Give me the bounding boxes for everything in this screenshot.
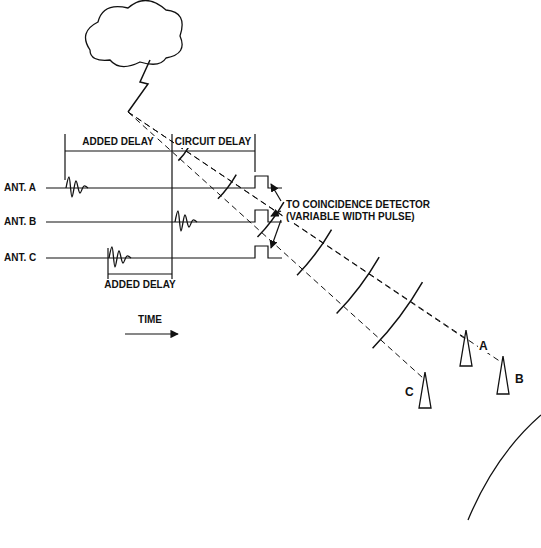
wavefront-arc [373,282,423,348]
propagation-paths [128,112,501,378]
antenna-label: A [478,339,489,353]
leader-arrow [271,184,281,201]
trace-b [46,210,282,222]
trace-a [46,176,282,188]
antenna-symbol [497,356,509,394]
dimension-tick [64,134,65,180]
time-arrow [125,333,178,334]
antenna-label: B [514,372,525,386]
waveform [66,177,88,197]
dimension-tick [171,134,172,290]
wavefront-arc [257,202,283,237]
annotation-label: ANT. B [3,216,37,228]
antenna-symbol [460,330,472,366]
annotation-label: ANT. C [3,252,37,264]
annotation-label: ADDED DELAY [103,279,176,291]
ground-arc [468,415,541,520]
annotation-label: ANT. A [3,182,37,194]
antennas [419,330,509,408]
dimension-tick [254,134,255,172]
wavefronts [178,147,422,348]
annotation-label: TIME [137,314,163,326]
waveform [175,211,197,231]
antenna-label: C [404,385,415,399]
annotation-label: TO COINCIDENCE DETECTOR (VARIABLE WIDTH … [285,199,455,223]
wavefront-arc [337,257,380,313]
dimension-line [108,273,172,274]
path-line [128,112,423,378]
annotation-label: ADDED DELAY [81,136,154,148]
annotation-label: CIRCUIT DELAY [174,136,252,148]
antenna-symbol [419,372,431,408]
wavefront-arc [218,175,236,199]
waveform [109,247,131,267]
leader-arrow [271,211,281,216]
leader-arrow [271,220,281,248]
lightning-bolt [128,60,150,112]
timing-diagram [46,134,282,334]
wavefront-arc [178,147,188,161]
waveforms [66,177,197,267]
cloud [86,0,183,66]
dimension-line [65,150,255,151]
wavefront-arc [297,230,331,276]
path-line [128,112,501,362]
trace-c [46,246,282,258]
